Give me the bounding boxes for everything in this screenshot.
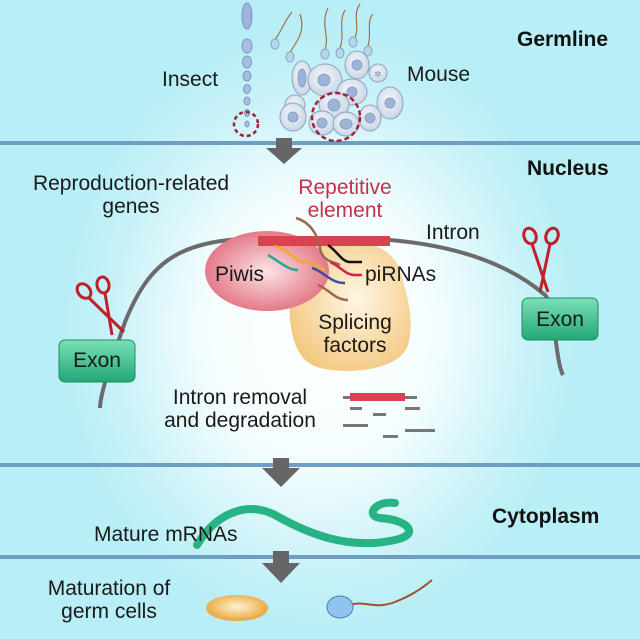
pirnas-label: piRNAs [365,263,437,286]
maturation-line2: germ cells [61,600,157,623]
repetitive-label-line2: element [307,199,383,222]
separator-cytoplasm-bottom [0,555,640,559]
intron-label: Intron [426,221,480,244]
scissors-icon [522,226,560,293]
piwi-protein [205,231,329,311]
exon-right-label: Exon [536,308,584,331]
separator-nucleus-cytoplasm [0,463,640,467]
piwis-label: Piwis [215,263,265,286]
section-title-germline: Germline [517,28,609,51]
scissors-icon [75,275,126,336]
arrow-down-icon [266,138,302,164]
intron-removal-line1: Intron removal [172,386,308,409]
mature-mrnas-label: Mature mRNAs [94,523,238,546]
genes-label: Reproduction-related genes [6,172,256,218]
repetitive-label-line1: Repetitive [298,176,392,199]
svg-text:✲: ✲ [374,69,382,79]
exon-left-box [58,339,136,383]
insect-ovariole-icon [232,2,260,138]
insect-label: Insect [162,68,219,91]
intron-removal-line2: and degradation [164,409,316,432]
degraded-intron-fragments [343,393,435,438]
mature-mrna-strand [193,498,413,549]
repetitive-element-bar [258,236,390,246]
exon-right-box [521,297,599,341]
splicing-label-line1: Splicing [318,311,392,334]
separator-germline-nucleus [0,141,640,145]
arrow-down-icon [262,551,300,583]
splicing-label-line2: factors [323,334,387,357]
genes-label-line1: Reproduction-related [32,172,230,195]
exon-left-label: Exon [73,349,121,372]
genes-label-line2: genes [102,195,160,218]
mouse-label: Mouse [407,63,471,86]
oocyte-icon [206,595,268,621]
pirnas-strands [267,216,362,302]
sperm-icon [326,579,433,619]
section-title-cytoplasm: Cytoplasm [492,505,600,528]
intron-removal-label: Intron removal and degradation [140,386,340,432]
arrow-down-icon [262,458,300,487]
section-title-nucleus: Nucleus [527,157,609,180]
repetitive-element-label: Repetitive element [280,176,410,222]
maturation-line1: Maturation of [47,577,171,600]
splicing-factors-label: Splicing factors [300,311,410,357]
mouse-germ-cells-icon: ✲ [270,3,404,143]
maturation-label: Maturation of germ cells [24,577,194,623]
